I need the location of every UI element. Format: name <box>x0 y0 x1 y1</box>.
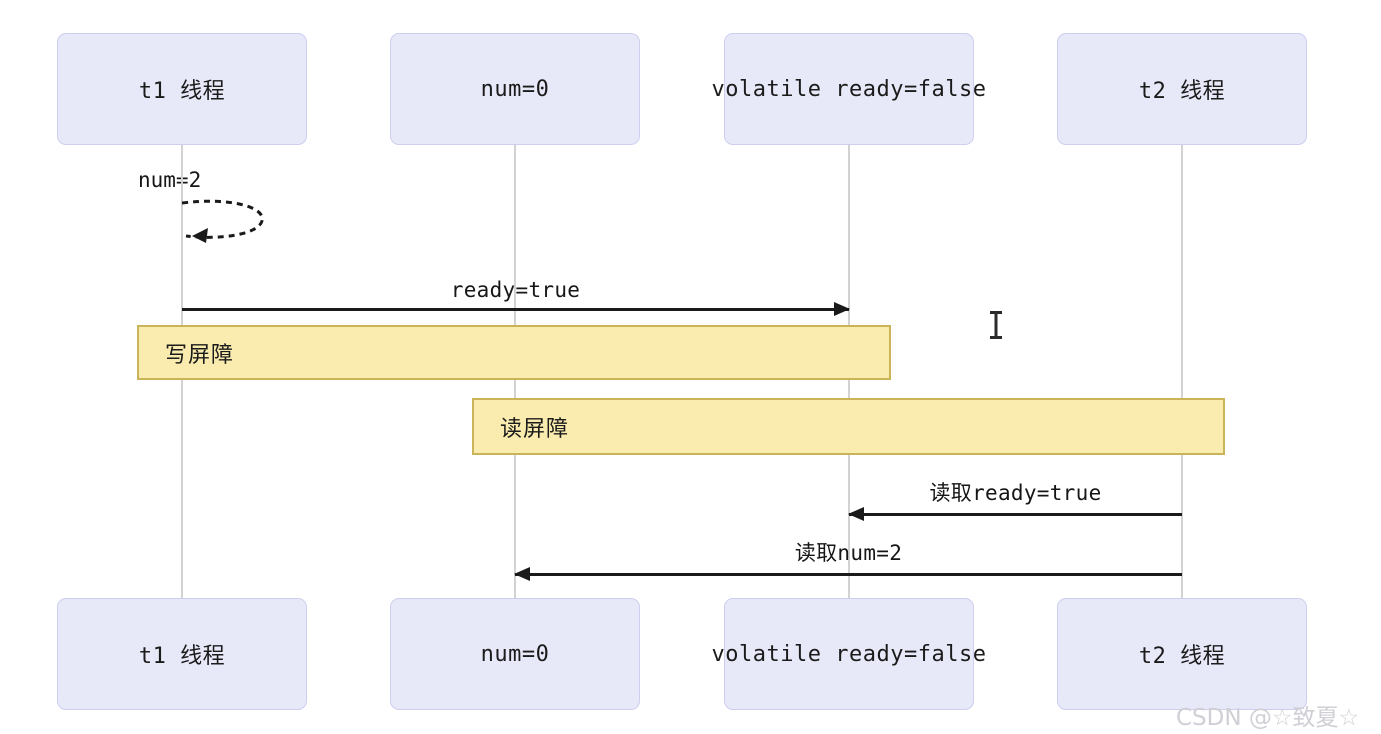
note-label: 写屏障 <box>165 342 235 368</box>
watermark: CSDN @☆致夏☆ <box>1176 705 1360 731</box>
message-label: ready=true <box>450 277 581 302</box>
note-label: 读屏障 <box>500 416 570 442</box>
arrow-left-icon <box>848 507 864 522</box>
message-ready-true: ready=true <box>182 278 850 317</box>
participant-label: volatile ready=false <box>711 76 987 102</box>
note-read-barrier: 读屏障 <box>472 398 1225 455</box>
self-message-loop-icon <box>181 199 264 243</box>
message-read-num: 读取num=2 <box>514 541 1182 582</box>
participant-label: t1 线程 <box>138 644 226 669</box>
participant-label: num=0 <box>480 641 550 667</box>
participant-label: t2 线程 <box>1138 644 1226 669</box>
participant-top-num[interactable]: num=0 <box>390 33 640 145</box>
self-message-label: num=2 <box>138 168 202 192</box>
participant-top-t1[interactable]: t1 线程 <box>57 33 307 145</box>
participant-bottom-volatile[interactable]: volatile ready=false <box>712 598 986 710</box>
message-read-ready-true: 读取ready=true <box>848 481 1182 522</box>
message-label: 读取ready=true <box>929 480 1102 505</box>
participant-label: volatile ready=false <box>711 641 987 667</box>
note-write-barrier: 写屏障 <box>137 325 891 380</box>
participant-bottom-num[interactable]: num=0 <box>390 598 640 710</box>
arrow-right-icon <box>834 302 850 317</box>
participant-bottom-t2[interactable]: t2 线程 <box>1057 598 1307 710</box>
message-label: 读取num=2 <box>794 540 903 565</box>
participant-label: t2 线程 <box>1138 79 1226 104</box>
lifeline-t2 <box>1181 145 1183 598</box>
participant-bottom-t1[interactable]: t1 线程 <box>57 598 307 710</box>
participant-top-volatile[interactable]: volatile ready=false <box>712 33 986 145</box>
participant-label: num=0 <box>480 76 550 102</box>
participant-label: t1 线程 <box>138 79 226 104</box>
arrow-left-icon <box>514 567 530 582</box>
participant-top-t2[interactable]: t2 线程 <box>1057 33 1307 145</box>
text-cursor-icon <box>990 311 1002 339</box>
